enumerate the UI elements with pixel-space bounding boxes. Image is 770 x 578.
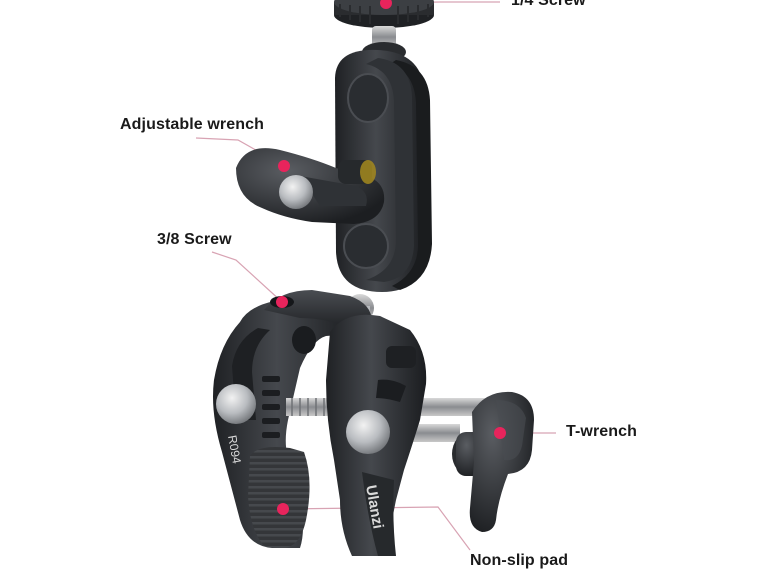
wrench-screw-head: [279, 175, 313, 209]
callout-label-t-wrench: T-wrench: [566, 423, 638, 440]
t-wrench-knob: [452, 391, 534, 532]
three-eighths-screw-marker-dot: [276, 296, 288, 308]
ball-head-arm: [335, 49, 432, 328]
left-pivot-screw: [216, 384, 256, 424]
right-pivot-screw: [346, 410, 390, 454]
adjustable-wrench-marker-dot: [278, 160, 290, 172]
leader-line-non-slip-pad: [282, 506, 471, 551]
non-slip-pad-marker-dot: [277, 503, 289, 515]
t-wrench-marker-dot: [494, 427, 506, 439]
clamp-body: R094 Ulanzi: [213, 290, 486, 556]
non-slip-pad-area: [248, 447, 310, 548]
quarter-screw-marker-dot: [380, 0, 392, 9]
callout-label-quarter-screw: 1/4 Screw: [511, 0, 586, 9]
adjustable-wrench-knob: [236, 148, 385, 224]
callout-label-non-slip-pad: Non-slip pad: [470, 552, 569, 569]
callout-label-adjustable-wrench: Adjustable wrench: [120, 116, 264, 133]
callout-label-three-eighths-screw: 3/8 Screw: [157, 231, 232, 248]
leader-line-three-eighths-screw: [211, 251, 283, 303]
model-engraving: R094: [225, 434, 244, 465]
